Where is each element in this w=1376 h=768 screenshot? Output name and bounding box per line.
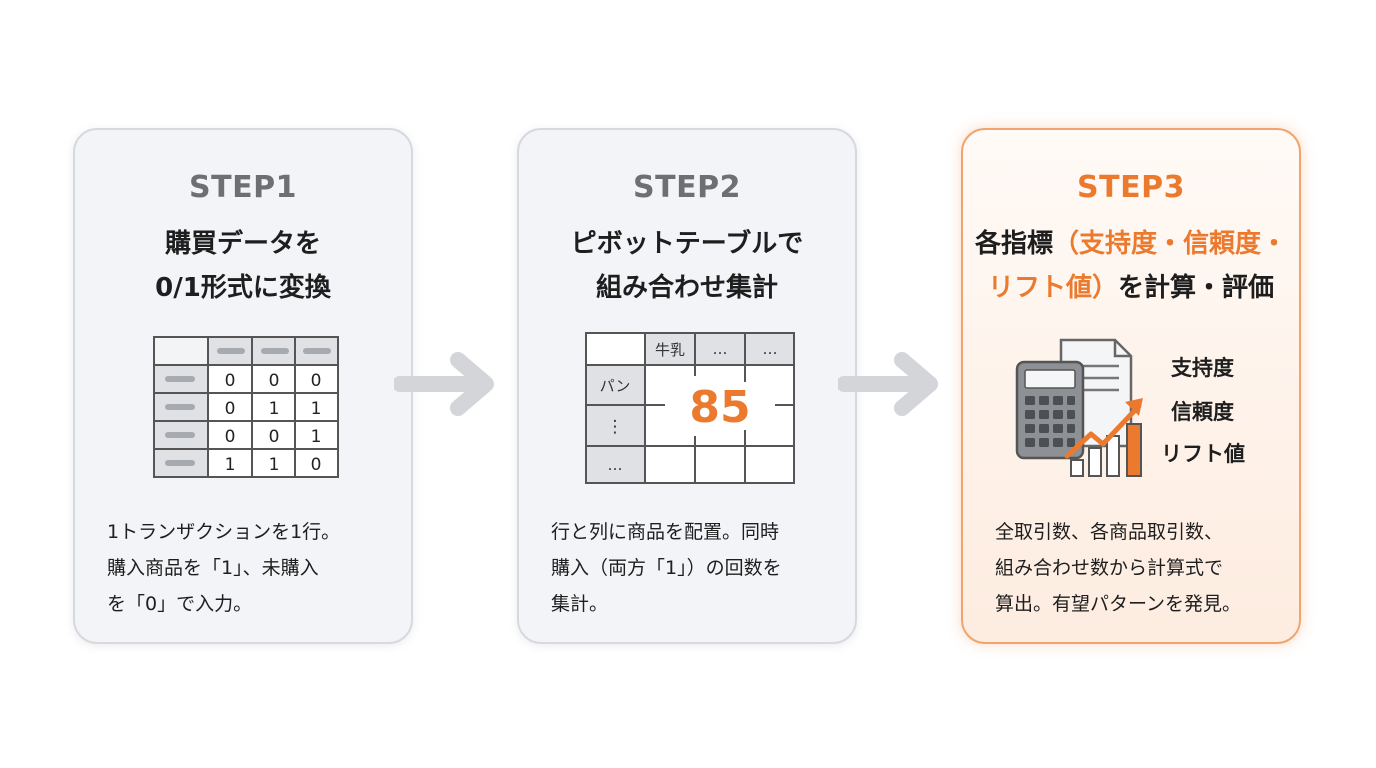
metric-label: リフト値: [1161, 442, 1245, 466]
desc-line: 全取引数、各商品取引数、: [995, 521, 1224, 543]
step2-card: STEP2 ピボットテーブルで 組み合わせ集計 牛乳 … … パン ⋮ … 85: [517, 128, 857, 644]
pivot-row-header: パン: [600, 377, 631, 395]
step-label: STEP2: [633, 170, 741, 205]
step-description: 全取引数、各商品取引数、 組み合わせ数から計算式で 算出。有望パターンを発見。: [995, 514, 1285, 622]
title-highlight: （支持度・信頼度・: [1053, 229, 1288, 259]
cell-value: 1: [311, 427, 322, 447]
cell-value: 0: [311, 455, 322, 475]
pivot-col-header: 牛乳: [655, 341, 685, 359]
desc-line: 算出。有望パターンを発見。: [995, 593, 1242, 615]
cell-value: 1: [225, 455, 236, 475]
cell-value: 0: [225, 427, 236, 447]
arrow-right-icon: [838, 352, 938, 416]
cell-value: 1: [269, 399, 280, 419]
desc-line: 1トランザクションを1行。: [107, 521, 341, 543]
title-text: を計算・評価: [1118, 273, 1275, 303]
desc-line: 集計。: [551, 593, 609, 615]
title-text: 各指標: [974, 229, 1053, 259]
desc-line: 購入（両方「1」）の回数を: [551, 557, 782, 579]
cell-value: 1: [269, 455, 280, 475]
title-line: 購買データを: [164, 229, 321, 259]
pivot-value: 85: [689, 382, 750, 433]
step-title: 各指標（支持度・信頼度・ リフト値）を計算・評価: [963, 222, 1299, 310]
step-title: ピボットテーブルで 組み合わせ集計: [519, 222, 855, 310]
title-line: 組み合わせ集計: [595, 273, 778, 303]
step-description: 1トランザクションを1行。 購入商品を「1」、未購入 を「0」で入力。: [107, 514, 397, 622]
pivot-table-icon: 牛乳 … … パン ⋮ … 85: [585, 332, 795, 484]
cell-value: 0: [269, 371, 280, 391]
cell-value: 0: [311, 371, 322, 391]
cell-value: 1: [311, 399, 322, 419]
metric-label: 支持度: [1171, 356, 1234, 380]
pivot-col-ellipsis: …: [713, 340, 728, 358]
metric-label: 信頼度: [1171, 400, 1234, 424]
pivot-row-vellipsis: ⋮: [607, 417, 624, 437]
arrow-right-icon: [394, 352, 494, 416]
step3-card: STEP3 各指標（支持度・信頼度・ リフト値）を計算・評価 支持度 信頼度 リ…: [961, 128, 1301, 644]
cell-value: 0: [225, 371, 236, 391]
title-highlight: リフト値）: [987, 273, 1118, 303]
desc-line: 購入商品を「1」、未購入: [107, 557, 319, 579]
cell-value: 0: [225, 399, 236, 419]
title-line: 0/1形式に変換: [155, 273, 331, 303]
step-description: 行と列に商品を配置。同時 購入（両方「1」）の回数を 集計。: [551, 514, 841, 622]
pivot-col-ellipsis: …: [763, 340, 778, 358]
title-line: ピボットテーブルで: [570, 229, 804, 259]
desc-line: 組み合わせ数から計算式で: [995, 557, 1224, 579]
pivot-row-ellipsis: …: [608, 456, 623, 474]
desc-line: を「0」で入力。: [107, 593, 253, 615]
step-label: STEP3: [1077, 170, 1185, 205]
binary-table-icon: 0 0 0 0 1 1 0 0 1 1 1 0: [153, 336, 339, 478]
step1-card: STEP1 購買データを 0/1形式に変換 0 0 0 0 1 1 0 0: [73, 128, 413, 644]
step-label: STEP1: [189, 170, 297, 205]
calculator-report-icon: [1015, 338, 1143, 477]
step-title: 購買データを 0/1形式に変換: [75, 222, 411, 310]
cell-value: 0: [269, 427, 280, 447]
desc-line: 行と列に商品を配置。同時: [551, 521, 780, 543]
